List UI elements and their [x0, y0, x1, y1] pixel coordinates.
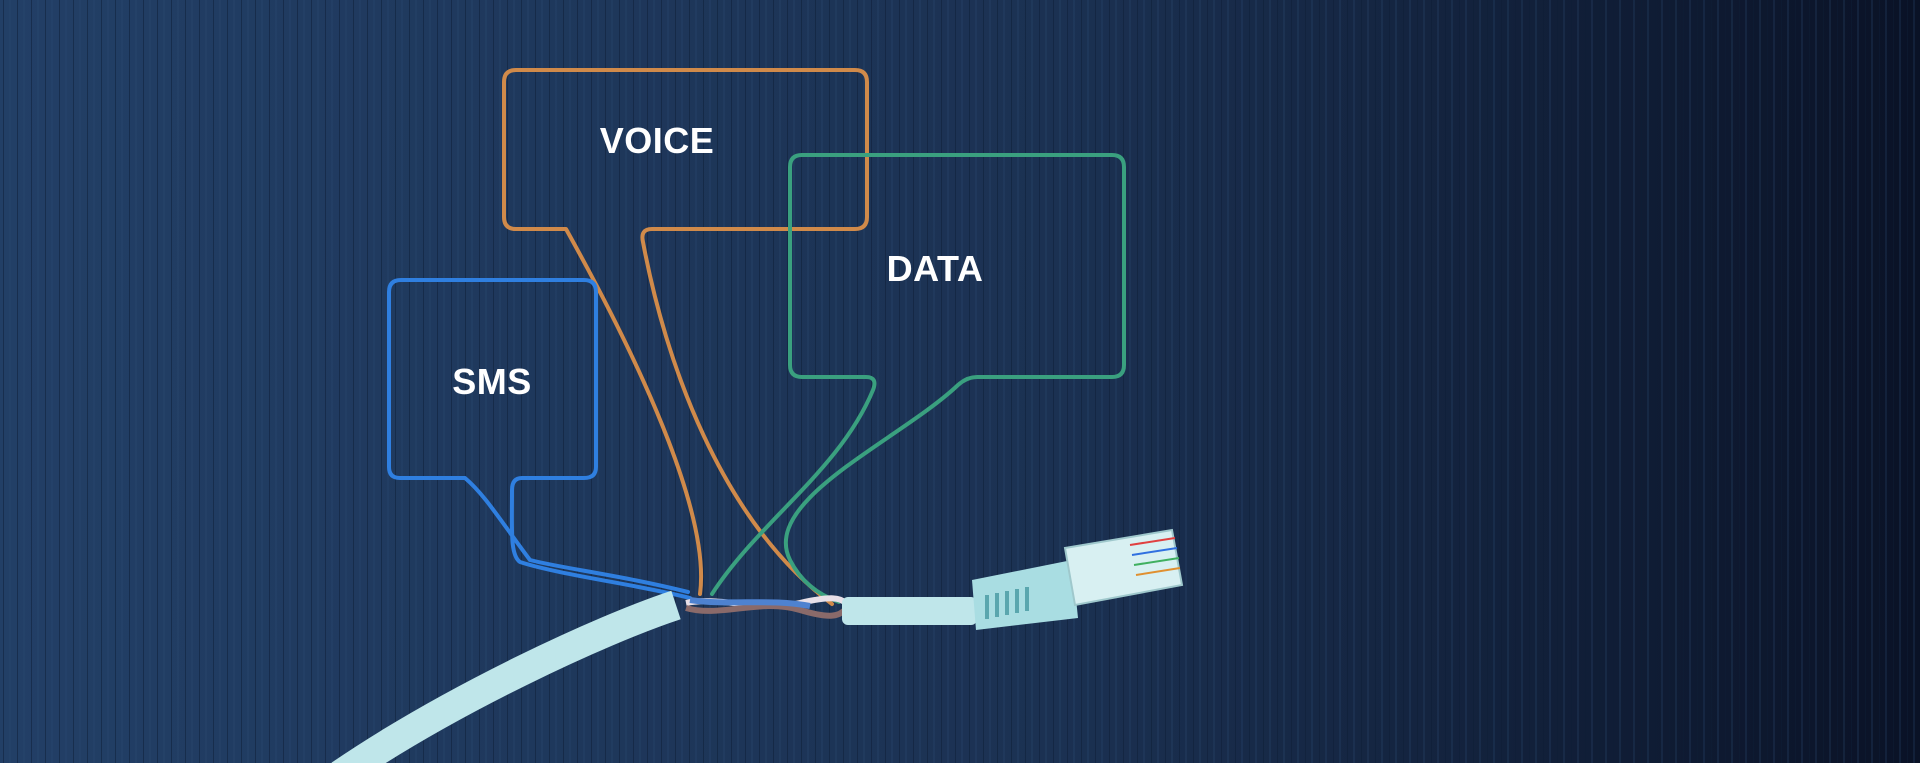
sms-label: SMS [452, 361, 532, 402]
data-bubble-wire [710, 153, 1126, 604]
sms-bubble-wire [387, 278, 692, 600]
data-label: DATA [886, 248, 984, 289]
rj45-connector-icon [972, 528, 1184, 630]
voice-bubble-wire [502, 68, 869, 606]
voice-label: VOICE [599, 120, 715, 161]
ethernet-cable-icon [331, 528, 1184, 763]
